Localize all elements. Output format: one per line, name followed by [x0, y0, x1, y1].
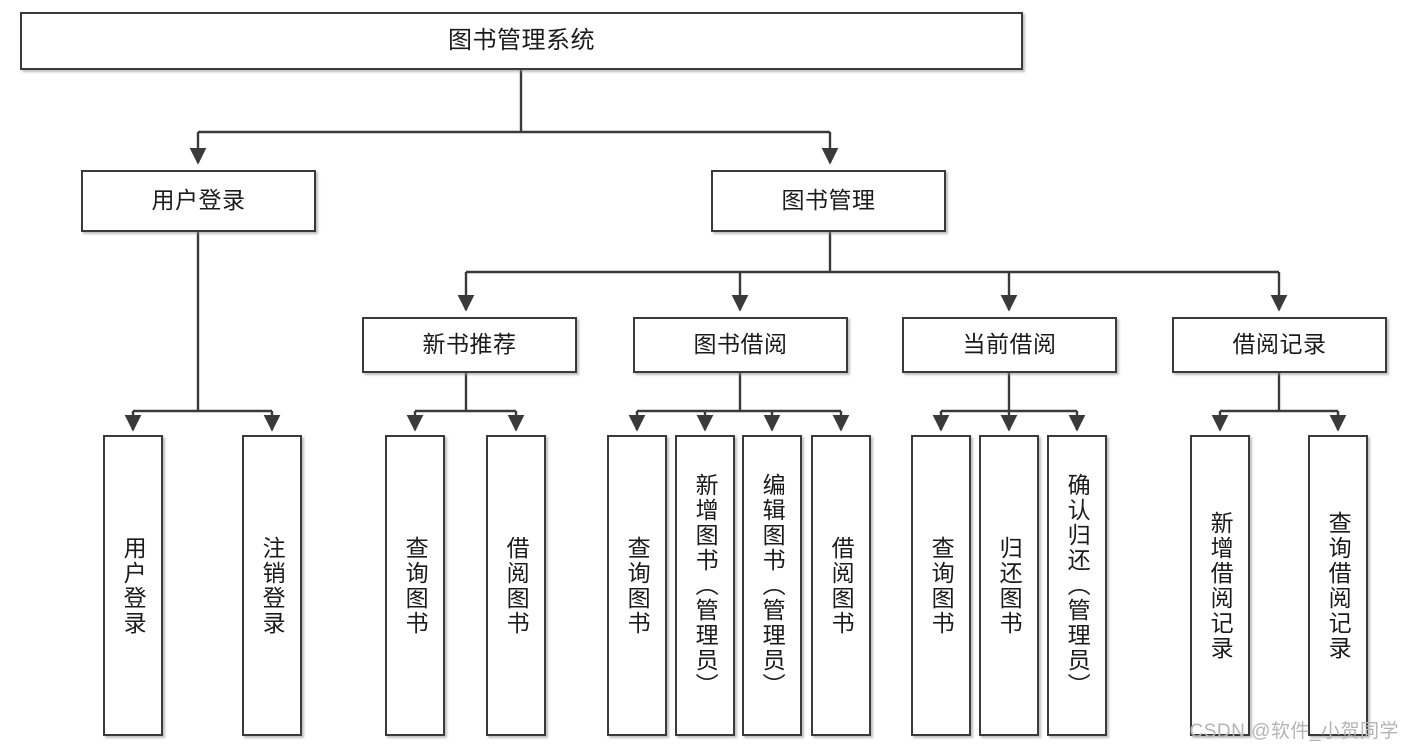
node-label: 用户登录	[120, 535, 147, 636]
node-label: 编辑图书（管理员）	[759, 473, 786, 698]
node-label: 查询图书	[624, 535, 651, 636]
leaf-confirm-return-admin[interactable]: 确认归还（管理员）	[1047, 435, 1107, 736]
node-borrowing-records[interactable]: 借阅记录	[1172, 317, 1387, 373]
node-user-login[interactable]: 用户登录	[81, 170, 316, 232]
node-label: 图书管理系统	[448, 26, 595, 54]
leaf-user-login[interactable]: 用户登录	[103, 435, 163, 736]
leaf-query-book-3[interactable]: 查询图书	[911, 435, 971, 736]
leaf-query-book-1[interactable]: 查询图书	[385, 435, 445, 736]
node-label: 确认归还（管理员）	[1064, 473, 1091, 698]
leaf-query-book-2[interactable]: 查询图书	[607, 435, 667, 736]
leaf-logout[interactable]: 注销登录	[242, 435, 302, 736]
node-label: 用户登录	[151, 187, 246, 214]
leaf-borrow-book-2[interactable]: 借阅图书	[811, 435, 871, 736]
watermark-text: CSDN @软件_小贺同学	[1189, 721, 1399, 742]
node-label: 新增借阅记录	[1207, 510, 1234, 661]
node-current-borrowing[interactable]: 当前借阅	[902, 317, 1117, 373]
node-label: 查询图书	[402, 535, 429, 636]
leaf-borrow-book-1[interactable]: 借阅图书	[486, 435, 546, 736]
leaf-add-borrow-record[interactable]: 新增借阅记录	[1190, 435, 1250, 736]
node-label: 查询借阅记录	[1325, 510, 1352, 661]
node-label: 当前借阅	[962, 331, 1057, 358]
node-label: 借阅图书	[828, 535, 855, 636]
node-label: 借阅记录	[1232, 331, 1327, 358]
node-label: 新增图书（管理员）	[692, 473, 719, 698]
leaf-add-book-admin[interactable]: 新增图书（管理员）	[675, 435, 735, 736]
node-root-book-management-system[interactable]: 图书管理系统	[20, 12, 1023, 70]
node-book-management[interactable]: 图书管理	[711, 170, 946, 232]
node-label: 归还图书	[996, 535, 1023, 636]
node-label: 新书推荐	[422, 331, 517, 358]
leaf-query-borrow-record[interactable]: 查询借阅记录	[1308, 435, 1368, 736]
node-label: 图书借阅	[693, 331, 788, 358]
node-label: 查询图书	[928, 535, 955, 636]
node-label: 图书管理	[781, 187, 876, 214]
node-book-borrowing[interactable]: 图书借阅	[633, 317, 848, 373]
node-label: 借阅图书	[503, 535, 530, 636]
node-new-book-recommendation[interactable]: 新书推荐	[362, 317, 577, 373]
node-label: 注销登录	[259, 535, 286, 636]
leaf-edit-book-admin[interactable]: 编辑图书（管理员）	[742, 435, 802, 736]
leaf-return-book[interactable]: 归还图书	[979, 435, 1039, 736]
